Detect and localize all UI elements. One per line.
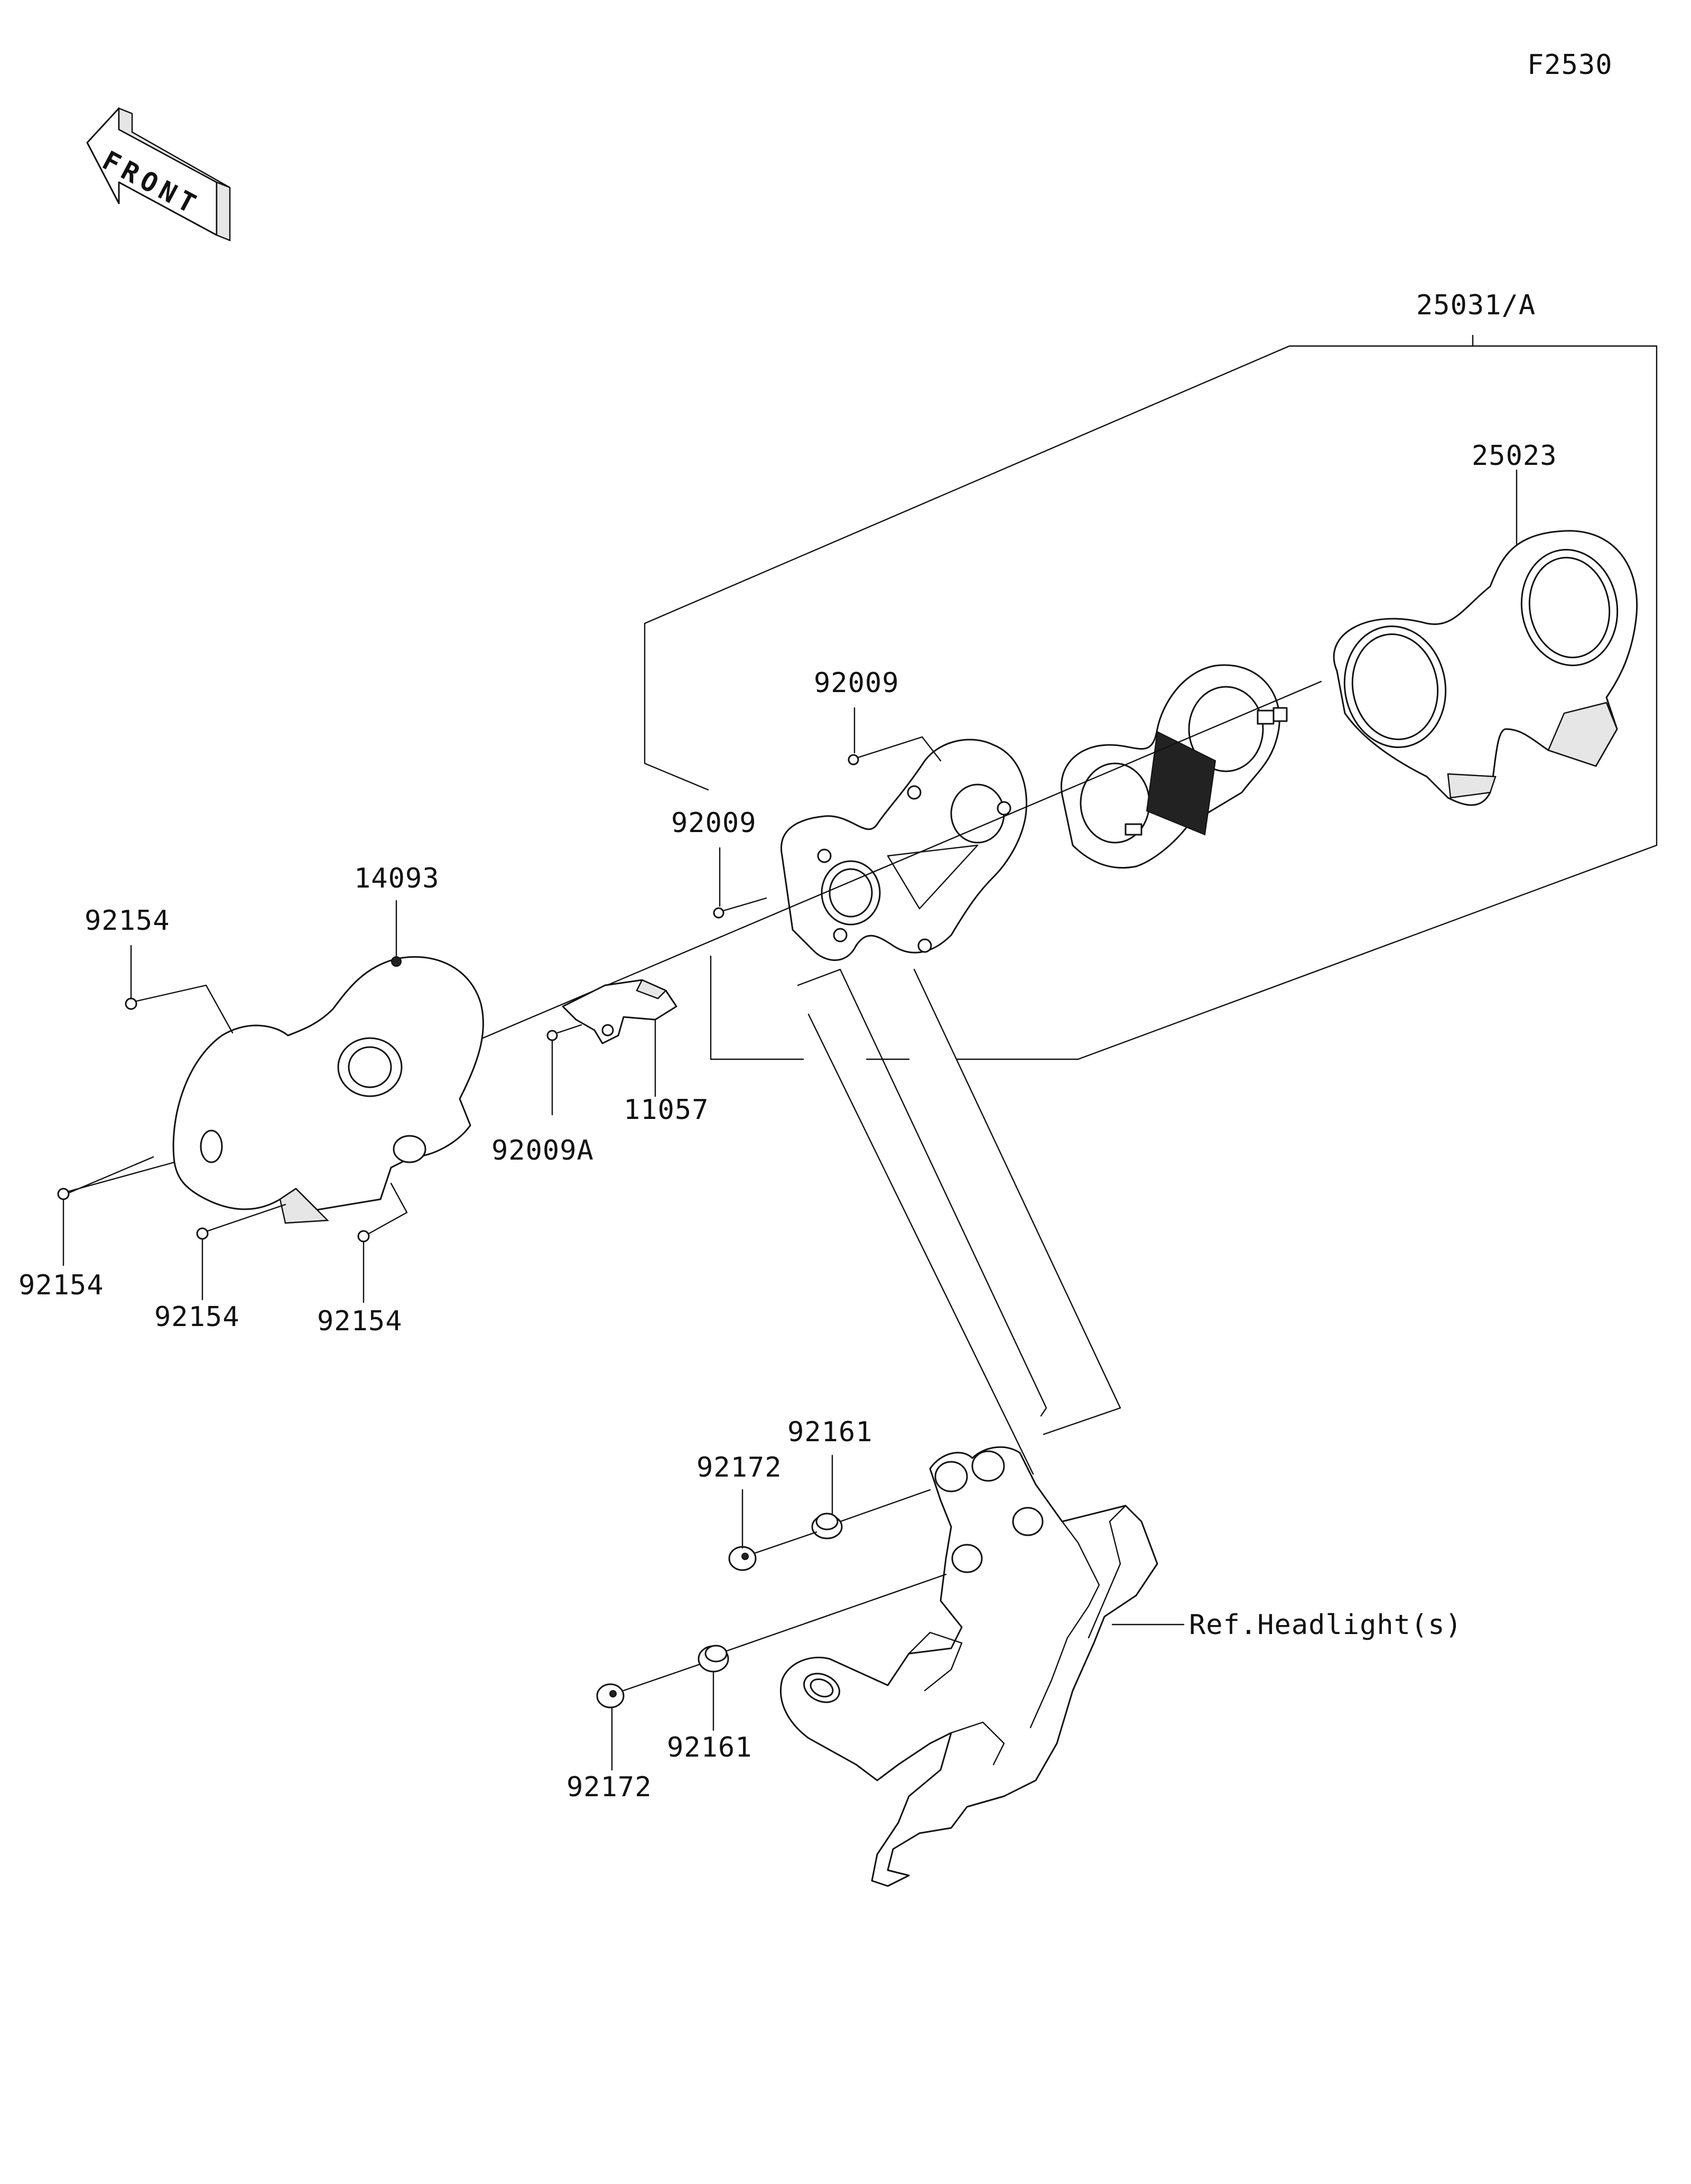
meter-unit-part	[1061, 664, 1288, 869]
callout-screw-housing-left: 92154	[18, 1270, 104, 1301]
screw-housing-bottom-mid-icon	[196, 1203, 286, 1301]
callout-housing: 14093	[354, 863, 440, 894]
callout-assembly: 25031/A	[1416, 290, 1536, 321]
callout-screw-left: 92009	[671, 807, 757, 839]
screw-housing-top-icon	[125, 945, 234, 1034]
screw-bracket-icon	[546, 1024, 582, 1116]
callout-damper-top: 92161	[787, 1416, 873, 1448]
callout-screw-top: 92009	[814, 667, 899, 699]
housing-part	[172, 900, 484, 1224]
collar-bottom-icon	[596, 1663, 701, 1771]
callout-screw-housing-bottom-mid: 92154	[154, 1301, 240, 1333]
callout-bracket: 11057	[624, 1094, 709, 1126]
bracket-part	[562, 979, 677, 1097]
callout-screw-bracket: 92009A	[491, 1135, 594, 1166]
callout-lens-cover: 25023	[1472, 440, 1557, 472]
screw-left-icon	[713, 847, 767, 919]
front-arrow-icon: FRONT	[86, 107, 231, 241]
screw-housing-left-icon	[57, 1156, 175, 1266]
callout-damper-bottom: 92161	[667, 1732, 752, 1763]
callout-screw-housing-bottom-right: 92154	[317, 1305, 403, 1337]
callout-collar-top: 92172	[696, 1452, 782, 1483]
diagram-code: F2530	[1527, 49, 1613, 81]
assembly-outline	[644, 334, 1658, 1060]
meter-stay-part	[779, 1446, 1158, 1887]
screw-top-icon	[848, 707, 942, 766]
damper-top-icon	[811, 1454, 931, 1539]
stay-leader-lines	[797, 968, 1121, 1475]
callout-screw-housing-top: 92154	[85, 905, 170, 937]
collar-top-icon	[728, 1489, 817, 1571]
callout-ref-headlight: Ref.Headlight(s)	[1189, 1609, 1462, 1641]
damper-bottom-icon	[698, 1573, 947, 1731]
lens-cover-part	[1333, 530, 1638, 806]
screw-housing-bottom-right-icon	[357, 1182, 408, 1303]
callout-collar-bottom: 92172	[566, 1771, 652, 1803]
meter-case-part	[781, 739, 1027, 961]
